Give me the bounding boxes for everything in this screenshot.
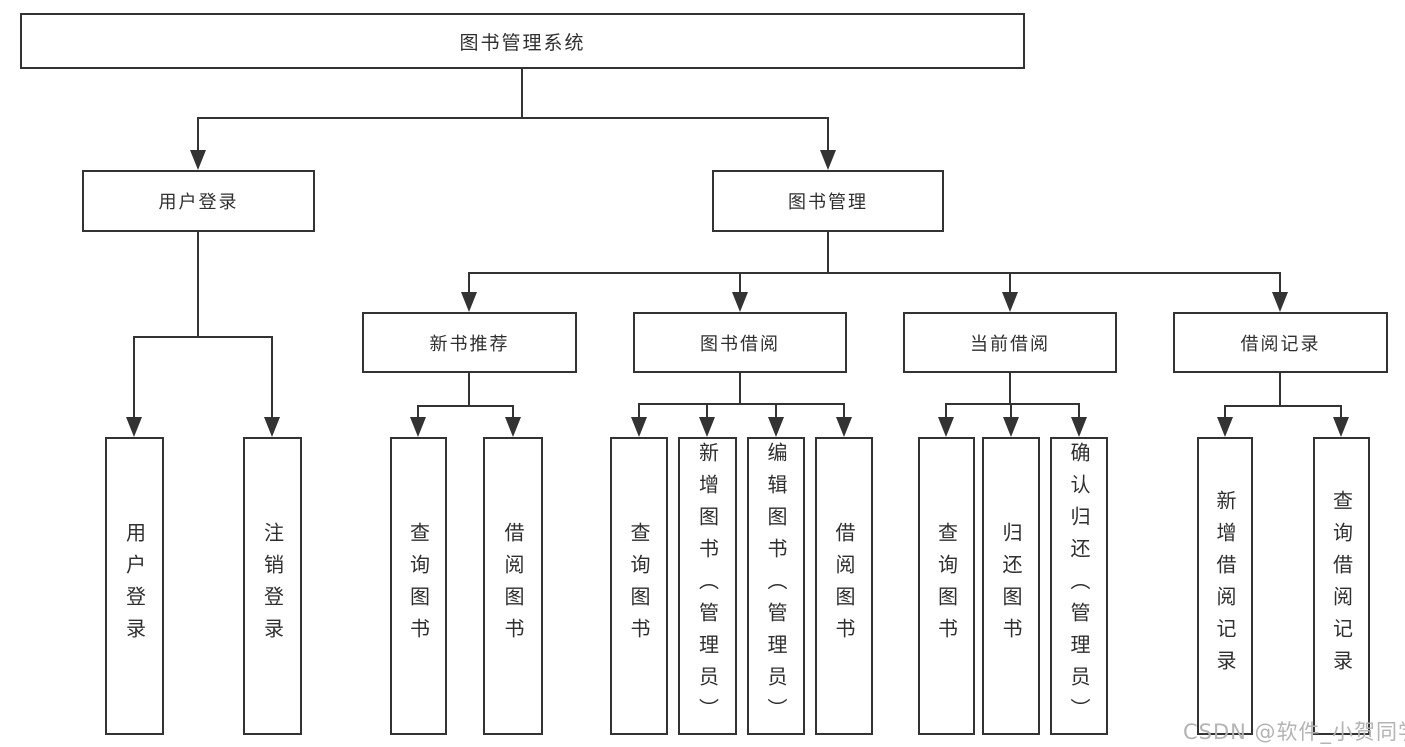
connector-section-stem (1279, 373, 1281, 407)
leaf-label: 借阅图书 (832, 522, 856, 650)
connector-book-mgmt-drop (827, 117, 829, 157)
connector-section-drop (468, 272, 470, 296)
watermark: CSDN @软件_小贺同学 (1183, 720, 1405, 744)
connector-leaf-drop (1010, 403, 1012, 419)
arrow-down-icon (1333, 417, 1349, 437)
node-book-management: 图书管理 (712, 170, 944, 232)
node-label: 新书推荐 (429, 333, 510, 355)
arrow-down-icon (631, 417, 647, 437)
leaf-query-books: 查询图书 (610, 437, 668, 735)
node-label: 借阅记录 (1240, 333, 1321, 355)
leaf-label: 归还图书 (999, 522, 1023, 650)
leaf-user-login: 用户登录 (105, 437, 164, 735)
leaf-label: 查询图书 (934, 522, 959, 650)
leaf-borrow-books: 借阅图书 (483, 437, 543, 735)
leaf-query-books: 查询图书 (390, 437, 447, 735)
connector-book-mgmt-stem (827, 232, 829, 274)
leaf-label: 查询图书 (627, 522, 651, 650)
connector-leaf-drop (417, 405, 419, 421)
leaf-add-books-admin: 新增图书（管理员） (678, 437, 737, 735)
node-new-book-recommend: 新书推荐 (362, 312, 577, 373)
connector-leaf-drop (271, 336, 273, 421)
arrow-down-icon (938, 417, 954, 437)
leaf-return-books: 归还图书 (982, 437, 1040, 735)
arrow-down-icon (410, 417, 426, 437)
leaf-logout: 注销登录 (243, 437, 302, 735)
connector-level2-split (197, 117, 829, 119)
connector-section-drop (739, 272, 741, 296)
node-library-system: 图书管理系统 (20, 13, 1025, 69)
connector-leaf-drop (1340, 405, 1342, 421)
arrow-down-icon (190, 150, 206, 170)
node-current-borrow: 当前借阅 (903, 312, 1117, 373)
leaf-add-borrow-record: 新增借阅记录 (1197, 437, 1253, 735)
leaf-label: 注销登录 (260, 522, 285, 650)
leaf-query-books: 查询图书 (918, 437, 975, 735)
connector-section-stem (1009, 373, 1011, 405)
leaf-borrow-books: 借阅图书 (815, 437, 873, 735)
arrow-down-icon (1217, 417, 1233, 437)
node-user-login: 用户登录 (82, 170, 315, 232)
connector-leaf-drop (945, 403, 947, 419)
connector-user-login-drop (197, 117, 199, 157)
connector-section-drop (1009, 272, 1011, 296)
arrow-down-icon (264, 417, 280, 437)
arrow-down-icon (461, 292, 477, 312)
arrow-down-icon (1071, 417, 1087, 437)
connector-leaf-split (945, 403, 1080, 405)
leaf-edit-books-admin: 编辑图书（管理员） (747, 437, 805, 735)
arrow-down-icon (1003, 417, 1019, 437)
connector-leaf-drop (775, 403, 777, 419)
leaf-label: 新增图书（管理员） (695, 442, 720, 730)
leaf-label: 确认归还（管理员） (1067, 442, 1091, 730)
arrow-down-icon (505, 417, 521, 437)
leaf-confirm-return-admin: 确认归还（管理员） (1050, 437, 1108, 735)
leaf-label: 查询图书 (406, 522, 431, 650)
arrow-down-icon (699, 417, 715, 437)
connector-root-stem (521, 69, 523, 119)
arrow-down-icon (1002, 292, 1018, 312)
leaf-label: 新增借阅记录 (1213, 490, 1237, 682)
node-label: 图书管理系统 (459, 31, 586, 54)
connector-leaf-drop (512, 405, 514, 421)
connector-leaf-split (638, 403, 845, 405)
node-label: 图书管理 (788, 192, 868, 213)
arrow-down-icon (1272, 292, 1288, 312)
connector-leaf-drop (1078, 403, 1080, 419)
connector-section-stem (739, 373, 741, 405)
arrow-down-icon (820, 150, 836, 170)
node-borrow-records: 借阅记录 (1173, 312, 1388, 373)
connector-leaf-split (1224, 405, 1342, 407)
node-label: 图书借阅 (700, 333, 780, 355)
leaf-label: 借阅图书 (501, 522, 525, 650)
arrow-down-icon (836, 417, 852, 437)
leaf-label: 查询借阅记录 (1329, 490, 1354, 682)
node-label: 用户登录 (158, 192, 239, 213)
connector-user-login-split (133, 336, 273, 338)
connector-leaf-drop (706, 403, 708, 419)
connector-section-drop (1279, 272, 1281, 296)
node-book-borrow: 图书借阅 (633, 312, 847, 373)
connector-leaf-drop (638, 403, 640, 419)
connector-leaf-drop (1224, 405, 1226, 421)
arrow-down-icon (732, 292, 748, 312)
connector-leaf-drop (843, 403, 845, 419)
connector-leaf-split (417, 405, 514, 407)
arrow-down-icon (126, 417, 142, 437)
leaf-label: 用户登录 (122, 522, 147, 650)
leaf-label: 编辑图书（管理员） (764, 442, 788, 730)
arrow-down-icon (768, 417, 784, 437)
node-label: 当前借阅 (970, 333, 1050, 355)
leaf-query-borrow-record: 查询借阅记录 (1313, 437, 1370, 735)
connector-level3-split (468, 272, 1281, 274)
connector-leaf-drop (133, 336, 135, 421)
connector-user-login-stem (197, 232, 199, 338)
connector-section-stem (468, 373, 470, 407)
